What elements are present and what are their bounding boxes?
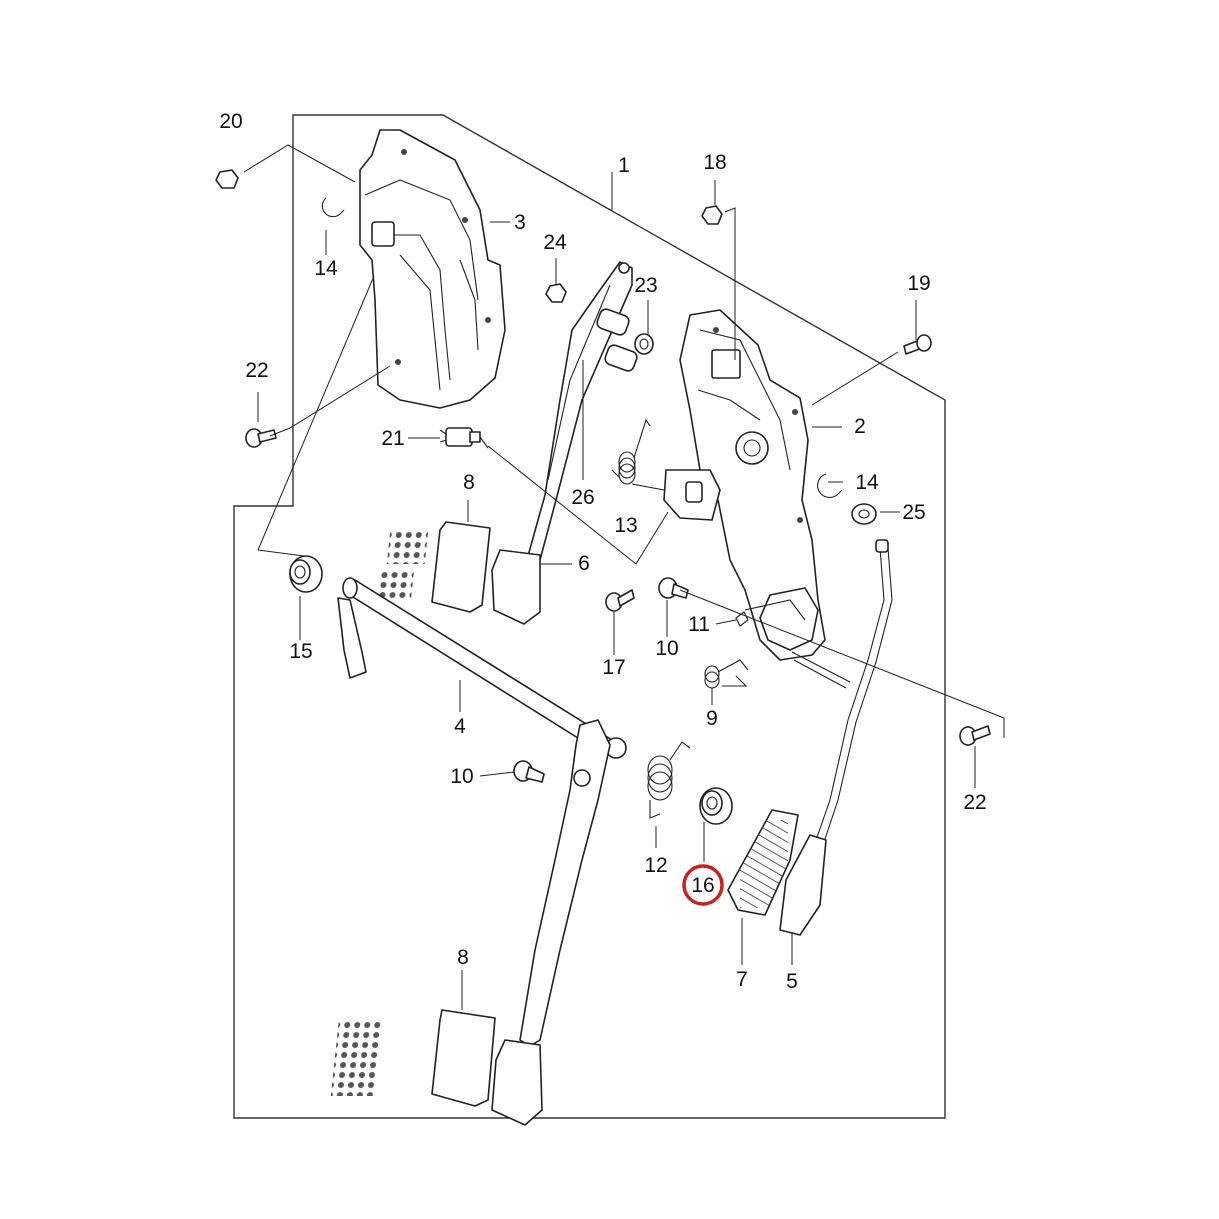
callout-2: 2 [854,415,866,438]
callout-18: 18 [703,151,726,174]
callout-15: 15 [289,640,312,663]
lower-pedal-arm-part [491,719,611,1126]
nut-18-part [701,205,723,225]
callout-1: 1 [618,154,630,177]
callout-25: 25 [902,501,925,524]
upper-pedal-arm-part [491,261,638,625]
callout-10-lower: 10 [450,765,473,788]
callout-16: 16 [691,874,714,897]
callout-23: 23 [634,274,657,297]
left-bracket-part [359,129,506,409]
spring-9-part [704,659,749,689]
callout-26: 26 [571,486,594,509]
assembly-boundary [233,114,946,1119]
callout-12: 12 [644,854,667,877]
callout-22-left: 22 [245,359,268,382]
callout-8-lower: 8 [457,946,469,969]
bolt-17-part [605,589,635,612]
callout-24: 24 [543,231,567,254]
washer-25-part [851,503,877,525]
callout-9: 9 [706,707,718,730]
washer-23-part [634,333,654,355]
nut-24-part [545,283,567,303]
callout-8-upper: 8 [463,471,475,494]
accelerator-pedal-part [727,539,893,936]
clip-14-right-part [817,473,843,498]
callout-11: 11 [688,613,710,636]
nut-20-part [215,169,239,189]
right-bracket-part [679,309,826,661]
callout-4: 4 [454,715,466,738]
callout-19: 19 [907,272,930,295]
callout-10-upper: 10 [655,637,678,660]
spring-12-part [647,741,691,819]
leader-lines [243,144,1005,1010]
callout-13: 13 [614,514,637,537]
switch-bracket-part [663,469,721,521]
bolt-22-right-part [959,725,991,746]
callout-5: 5 [786,970,798,993]
callout-7: 7 [736,968,748,991]
callout-21: 21 [381,427,404,450]
bolt-22-left-part [245,428,277,448]
bush-16-part [699,787,733,825]
bush-15-part [289,555,323,593]
pin-10-lower-part [513,760,545,783]
callout-20: 20 [219,110,242,133]
lower-pedal-pad-part [330,1009,496,1107]
callout-14-left: 14 [314,257,338,280]
callout-labels: 1 2 3 4 5 6 7 8 8 9 10 10 11 12 13 14 14… [219,110,986,993]
callout-3: 3 [514,211,526,234]
upper-pedal-pad-part [374,521,491,613]
callout-6: 6 [578,552,590,575]
callout-22-right: 22 [963,791,986,814]
clip-14-left-part [321,197,345,218]
switch-21-part [439,427,489,449]
highlight-ring-16 [682,864,724,906]
pedal-shaft-part [337,577,627,759]
bolt-19-part [903,334,932,355]
callout-17: 17 [602,656,625,679]
pin-10-upper-part [658,577,689,599]
long-bolt-part [791,651,851,689]
callout-14-right: 14 [855,471,879,494]
spring-13-part [611,418,651,485]
